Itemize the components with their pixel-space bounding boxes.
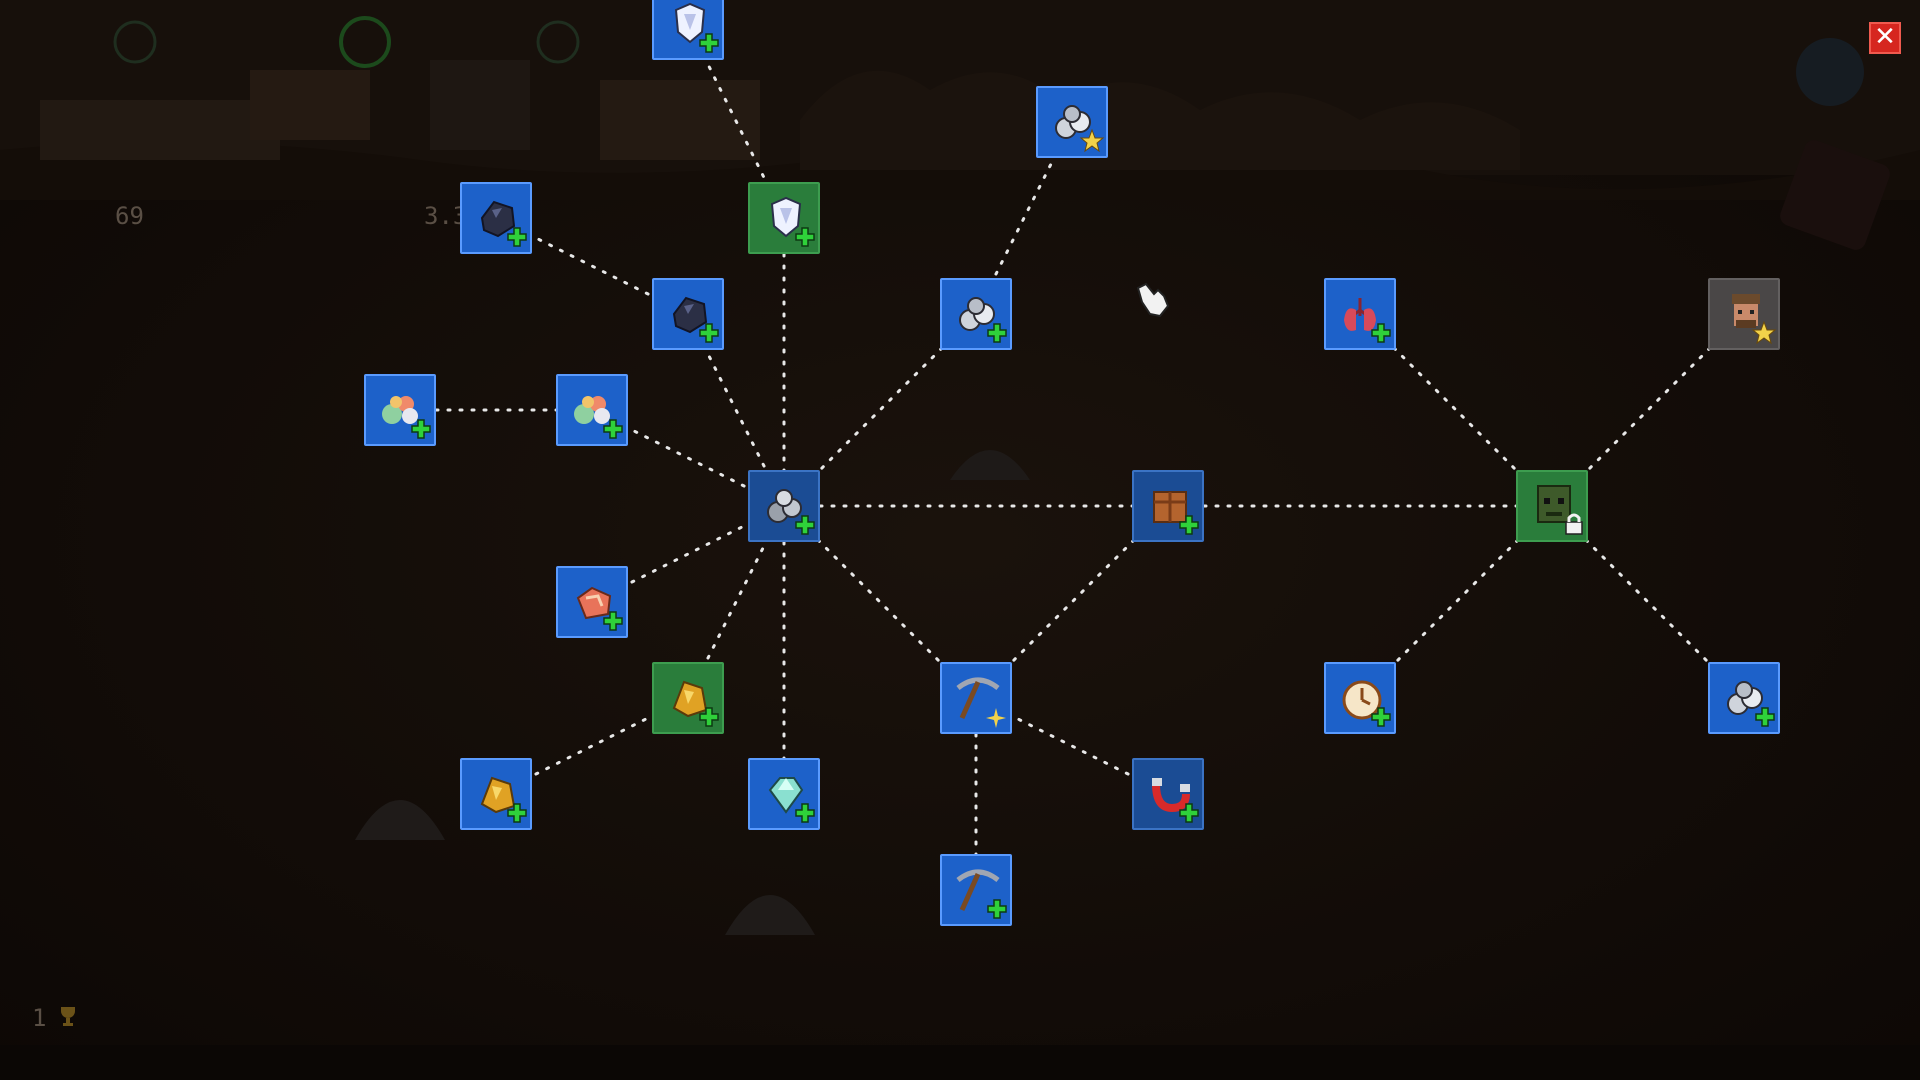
skill-node-center-ore[interactable] <box>748 470 820 542</box>
skill-node-flower-ore-far[interactable] <box>364 374 436 446</box>
skill-node-gold[interactable] <box>460 758 532 830</box>
skill-node-copper[interactable] <box>556 566 628 638</box>
white-crystal-icon <box>770 196 815 247</box>
skill-node-pickaxe[interactable] <box>940 854 1012 926</box>
silver-ore-icon <box>1727 681 1775 727</box>
skill-node-pickaxe-star[interactable] <box>940 662 1012 734</box>
skill-node-silver-ore-star[interactable] <box>1036 86 1108 158</box>
skill-node-gold-green[interactable] <box>652 662 724 734</box>
white-crystal-icon <box>674 2 719 53</box>
crate-icon <box>1153 491 1199 535</box>
silver-ore-icon <box>1055 105 1105 153</box>
close-button[interactable]: ✕ <box>1869 22 1901 54</box>
skill-node-crystal-top[interactable] <box>652 0 724 60</box>
hand-cursor-icon <box>1130 278 1174 322</box>
coal-icon <box>672 296 719 343</box>
flower-ore-icon <box>574 396 623 439</box>
lungs-icon <box>1344 298 1391 343</box>
skill-node-crate[interactable] <box>1132 470 1204 542</box>
magnet-icon <box>1152 778 1199 823</box>
zombie-head-icon <box>1537 485 1583 535</box>
gold-nugget-icon <box>672 680 719 727</box>
pickaxe-icon <box>956 677 1006 728</box>
skill-node-clock[interactable] <box>1324 662 1396 734</box>
clock-icon <box>1342 680 1391 727</box>
trophy-icon <box>56 1004 80 1028</box>
skill-node-silver-ore[interactable] <box>940 278 1012 350</box>
miner-portrait-icon <box>1732 294 1777 345</box>
copper-ore-icon <box>576 586 623 631</box>
skill-node-flower-ore[interactable] <box>556 374 628 446</box>
skill-node-zombie-locked[interactable] <box>1516 470 1588 542</box>
skill-node-crystal-green[interactable] <box>748 182 820 254</box>
skill-node-miner-locked[interactable] <box>1708 278 1780 350</box>
skill-node-coal-left[interactable] <box>460 182 532 254</box>
stone-ore-icon <box>767 489 815 535</box>
gold-nugget-icon <box>480 776 527 823</box>
silver-ore-icon <box>959 297 1007 343</box>
trophy-count: 1 <box>32 1004 47 1032</box>
resource-count: 69 <box>115 202 144 230</box>
skill-node-magnet[interactable] <box>1132 758 1204 830</box>
flower-ore-icon <box>382 396 431 439</box>
pickaxe-icon <box>956 869 1007 919</box>
skill-node-silver-ore-right[interactable] <box>1708 662 1780 734</box>
diamond-icon <box>768 777 815 823</box>
skill-node-coal[interactable] <box>652 278 724 350</box>
skill-node-lungs[interactable] <box>1324 278 1396 350</box>
skill-node-diamond[interactable] <box>748 758 820 830</box>
coal-icon <box>480 200 527 247</box>
